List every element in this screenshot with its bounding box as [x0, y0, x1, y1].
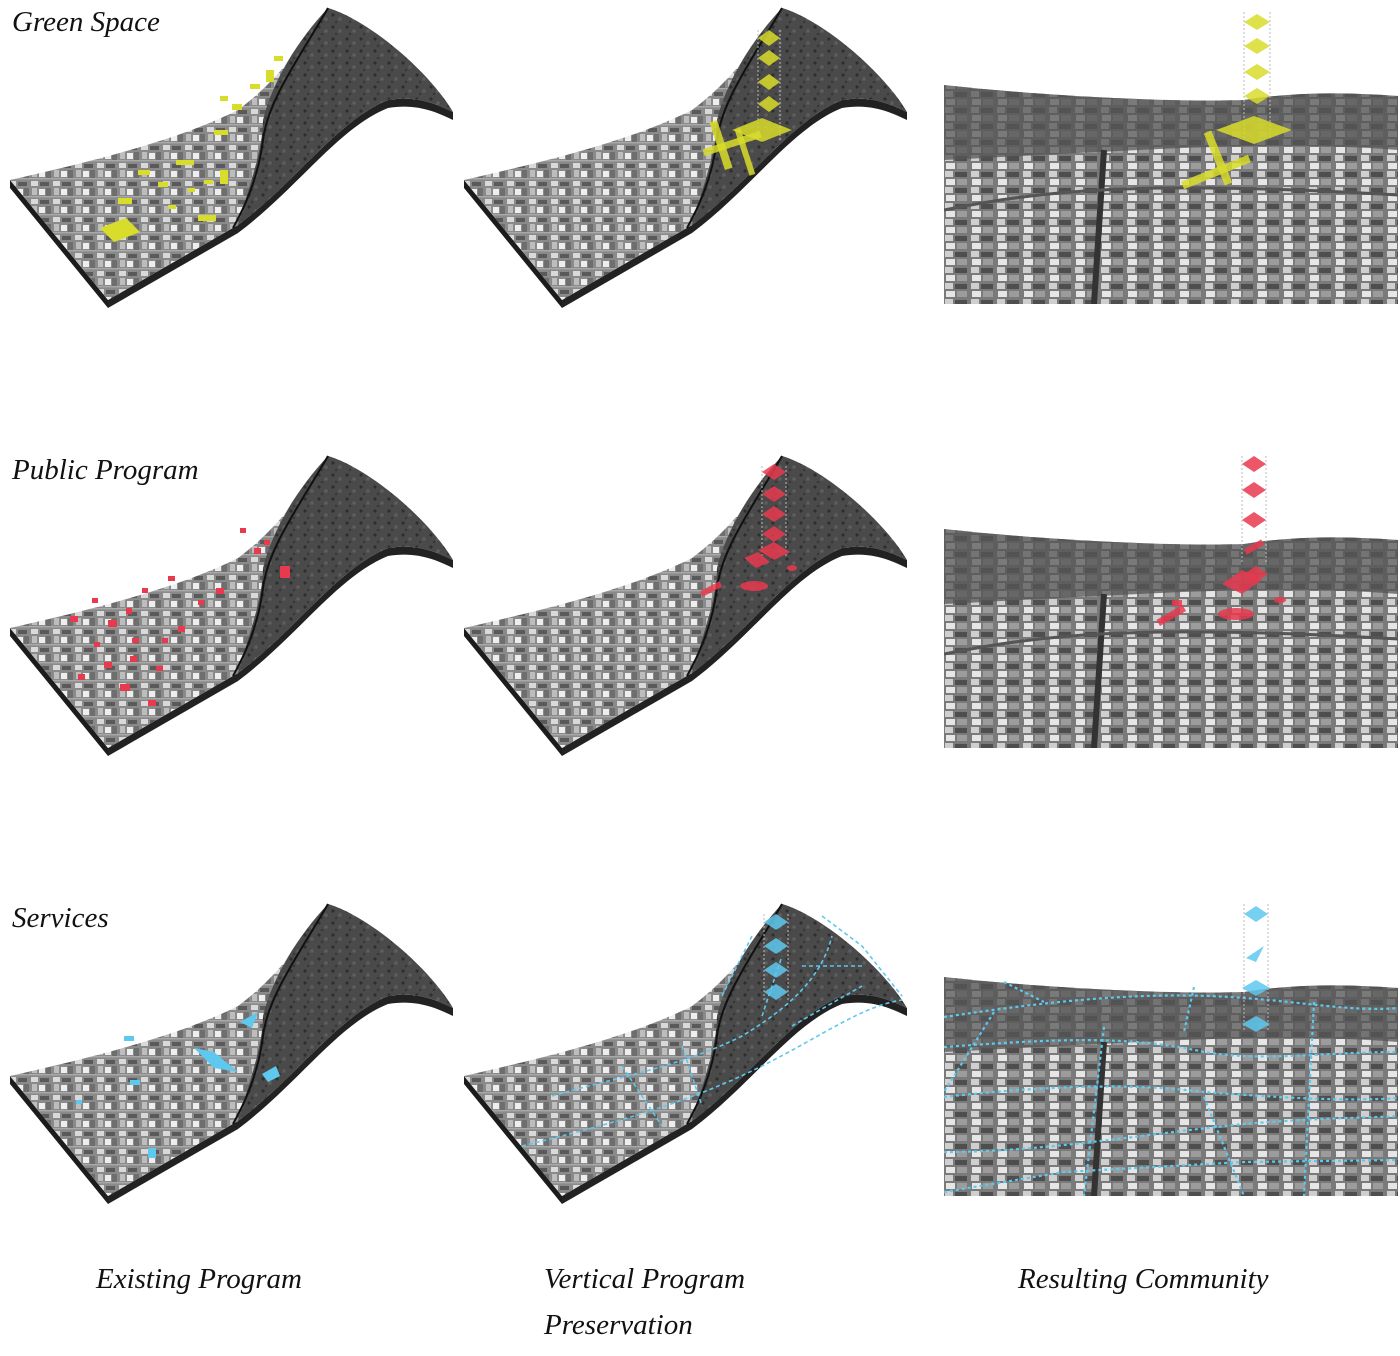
column-label-vertical-program-preservation: Vertical Program Preservation	[544, 1263, 746, 1341]
green-resulting-stack	[1181, 14, 1292, 190]
photo-resulting-services	[944, 902, 1398, 1196]
services-resulting-stack	[1242, 906, 1270, 1032]
map-existing-services	[8, 896, 458, 1206]
map-existing-public-program	[8, 448, 458, 758]
map-existing-green-space	[8, 0, 458, 310]
public-resulting-stack	[1156, 456, 1286, 626]
row-label-green-space: Green Space	[12, 6, 160, 38]
row-label-public-program: Public Program	[12, 454, 199, 486]
services-resulting-network	[944, 981, 1398, 1196]
row-label-services: Services	[12, 902, 109, 934]
public-vertical-stack	[699, 464, 797, 597]
services-vertical-stack	[764, 914, 788, 1000]
public-program-markers	[70, 528, 290, 706]
green-space-markers	[100, 56, 283, 242]
column-label-existing-program: Existing Program	[96, 1263, 302, 1295]
services-network	[521, 915, 903, 1147]
services-markers	[76, 1012, 280, 1158]
map-vertical-green-space	[462, 0, 912, 310]
column-label-resulting-community: Resulting Community	[1018, 1263, 1269, 1295]
map-vertical-services	[462, 896, 912, 1206]
map-vertical-public-program	[462, 448, 912, 758]
green-vertical-stack	[702, 30, 792, 176]
photo-resulting-green-space	[944, 10, 1398, 304]
photo-resulting-public-program	[944, 454, 1398, 748]
